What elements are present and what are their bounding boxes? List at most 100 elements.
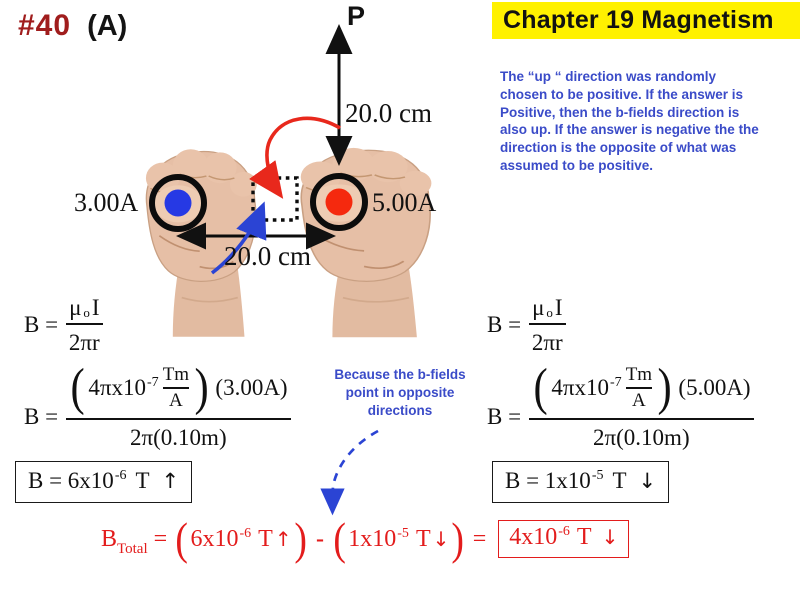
permeability-coefficient: 4πx10-7: [88, 375, 158, 401]
exponent: -7: [610, 375, 622, 390]
result-exponent: -6: [114, 468, 127, 483]
open-paren: (: [70, 359, 85, 416]
calc-lhs: B =: [24, 404, 59, 429]
right-wire-current-dot: [325, 188, 353, 216]
chapter-title: Chapter 19 Magnetism: [503, 6, 774, 34]
right-hand-illustration: [299, 146, 433, 339]
close-paren: ): [657, 359, 672, 416]
red-field-direction-arrow: [249, 116, 341, 199]
down-arrow-icon: ↓: [432, 526, 450, 551]
sign-convention-note: The “up “ direction was randomly chosen …: [500, 69, 759, 173]
unit-numerator: Tm: [625, 364, 653, 386]
mu-subscript: o: [83, 305, 90, 320]
equals-sign: =: [472, 525, 487, 552]
left-wire-current-label: 3.00A: [74, 188, 139, 217]
up-arrow-icon: ↑: [274, 526, 292, 551]
total-result-value: 4x10: [509, 524, 558, 550]
term-2: 1x10-5 T↓: [348, 526, 449, 553]
current-symbol: I: [91, 295, 100, 320]
down-arrow-icon: ↓: [601, 525, 619, 549]
current-term: (3.00A): [215, 375, 288, 400]
term2-value: 1x10: [348, 525, 397, 552]
vertical-distance-label: 20.0 cm: [345, 98, 432, 128]
unit-fraction: Tm A: [162, 364, 190, 411]
result-value: B = 1x10: [505, 468, 591, 493]
total-result-box: 4x10-6 T ↓: [498, 520, 630, 558]
right-calculation: B = ( 4πx10-7 Tm A ) (5.00A) 2π(0.10m): [487, 360, 754, 451]
b-symbol: B: [101, 525, 118, 552]
calc-lhs: B =: [487, 404, 522, 429]
horizontal-distance-label: 20.0 cm: [224, 241, 311, 271]
coefficient: 4πx10: [88, 375, 147, 400]
total-subscript: Total: [117, 540, 148, 557]
total-result-unit: T: [576, 524, 592, 550]
point-p-label: P: [347, 1, 366, 31]
term1-exponent: -6: [239, 525, 252, 541]
close-paren: ): [293, 513, 307, 564]
up-arrow-icon: ↑: [161, 469, 180, 493]
close-paren: ): [451, 513, 465, 564]
total-result-exponent: -6: [558, 524, 570, 539]
close-paren: ): [194, 359, 209, 416]
permeability-coefficient: 4πx10-7: [551, 375, 621, 401]
exponent: -7: [147, 375, 159, 390]
term1-value: 6x10: [190, 525, 239, 552]
calc-fraction: ( 4πx10-7 Tm A ) (5.00A) 2π(0.10m): [529, 360, 754, 451]
left-wire-current-dot: [164, 189, 192, 217]
unit-denominator: A: [632, 389, 646, 411]
term2-unit: T: [415, 525, 431, 552]
term1-unit: T: [258, 525, 273, 552]
left-calculation: B = ( 4πx10-7 Tm A ) (3.00A) 2π(0.10m): [24, 360, 291, 451]
equals-sign: =: [153, 525, 168, 552]
b-total: BTotal: [101, 525, 148, 557]
fraction-denominator: 2π(0.10m): [130, 424, 227, 450]
fraction-bar: [66, 323, 103, 325]
fraction-bar: [529, 418, 754, 420]
point-p-dotted-box: [251, 176, 299, 222]
left-result-box: B = 6x10-6 T ↑: [15, 461, 193, 503]
unit-fraction: Tm A: [625, 364, 653, 411]
calc-fraction: ( 4πx10-7 Tm A ) (3.00A) 2π(0.10m): [66, 360, 291, 451]
unit-denominator: A: [169, 389, 183, 411]
mu-symbol: μ: [69, 295, 82, 320]
fraction-denominator: 2πr: [531, 329, 563, 355]
unit-fraction-bar: [625, 387, 653, 389]
fraction-denominator: 2πr: [68, 329, 100, 355]
dashed-annotation-arrow: [331, 429, 379, 499]
formula-lhs: B =: [24, 312, 59, 338]
result-exponent: -5: [591, 468, 604, 483]
unit-fraction-bar: [162, 387, 190, 389]
problem-number: #40: [18, 9, 72, 42]
result-value: B = 6x10: [28, 468, 114, 493]
open-paren: (: [333, 513, 346, 564]
current-symbol: I: [554, 295, 563, 320]
right-wire-current-label: 5.00A: [372, 188, 437, 217]
fraction-bar: [66, 418, 291, 420]
right-wire-ring: [310, 173, 368, 231]
minus-sign: -: [315, 525, 324, 552]
term2-exponent: -5: [397, 525, 409, 541]
formula-lhs: B =: [487, 312, 522, 338]
header: #40 (A): [18, 9, 127, 43]
mu-subscript: o: [546, 305, 553, 320]
problem-part-label: (A): [87, 10, 128, 42]
chapter-banner: Chapter 19 Magnetism: [492, 2, 800, 39]
blue-field-direction-arrow: [210, 201, 267, 275]
result-unit: T: [612, 468, 627, 493]
down-arrow-icon: ↓: [638, 469, 657, 493]
open-paren: (: [175, 513, 189, 564]
right-result-box: B = 1x10-5 T ↓: [492, 461, 670, 503]
result-unit: T: [135, 468, 150, 493]
open-paren: (: [533, 359, 548, 416]
mu-symbol: μ: [532, 295, 545, 320]
fraction-denominator: 2π(0.10m): [593, 424, 690, 450]
current-term: (5.00A): [678, 375, 751, 400]
term-1: 6x10-6 T↑: [191, 526, 292, 553]
coefficient: 4πx10: [551, 375, 610, 400]
fraction-bar: [529, 323, 566, 325]
